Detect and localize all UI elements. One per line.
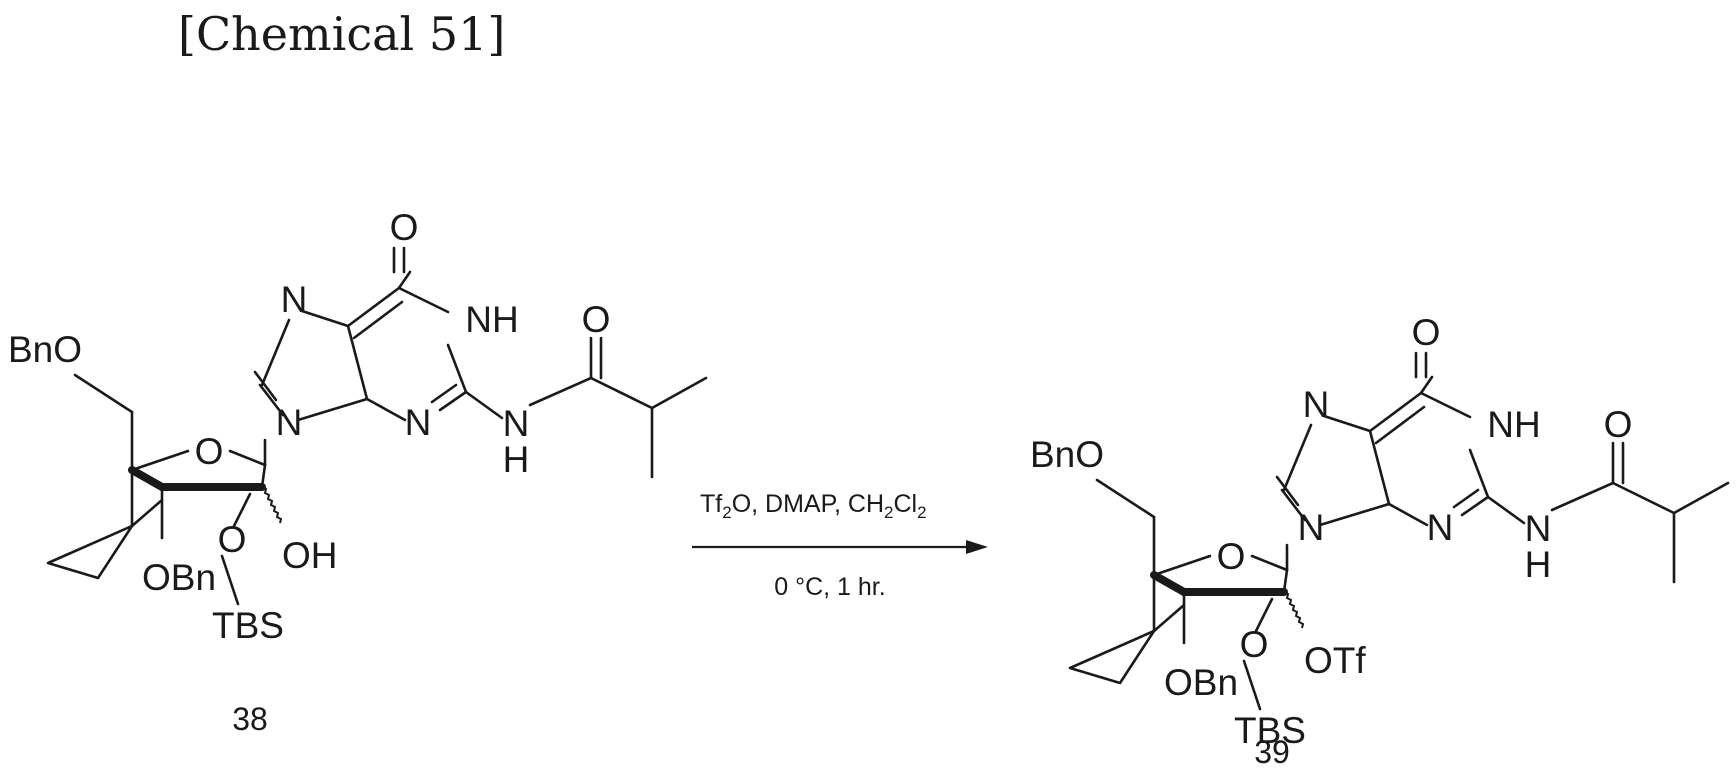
atom-label: BnO [1030,434,1104,475]
atom-label: N [276,402,303,443]
atom-label: N [1303,384,1330,425]
atom-label: N [405,402,432,443]
scheme-heading: [Chemical 51] [178,7,505,61]
atom-label: O [195,431,224,472]
compound-number-38: 38 [232,701,268,737]
compound-number-39: 39 [1254,734,1290,768]
atom-label: TBS [212,605,284,646]
atom-label: OBn [1164,662,1238,703]
reaction-conditions-bottom: 0 °C, 1 hr. [774,573,885,601]
wavy-bond-otf [1284,592,1303,628]
atom-label: O [582,299,611,340]
compound-38: O N NH O BnO N N N H O O OH OBn TBS 38 [8,207,706,737]
atom-label: N [1427,507,1454,548]
arrow-head [966,540,988,554]
atom-label: NH [465,299,518,340]
atom-label: OTf [1304,640,1366,681]
atom-label: N [1298,507,1325,548]
atom-label: BnO [8,329,82,370]
atom-label: O [1217,536,1246,577]
atom-label: N [503,403,530,444]
reaction-arrow-group: Tf2O, DMAP, CH2Cl2 0 °C, 1 hr. [692,490,988,601]
atom-label: OBn [142,557,216,598]
atom-label: O [218,519,247,560]
atom-label: N [1525,508,1552,549]
atom-label: O [1604,404,1633,445]
atom-label: N [281,279,308,320]
wavy-bond-oh [262,487,281,523]
atom-label: O [390,207,419,248]
atom-label: O [1240,624,1269,665]
reaction-conditions-top: Tf2O, DMAP, CH2Cl2 [700,490,927,522]
atom-label: OH [282,535,338,576]
atom-label: NH [1487,404,1540,445]
atom-label: H [1525,544,1552,585]
atom-label: O [1412,312,1441,353]
atom-label: H [503,439,530,480]
compound-39: O N NH O BnO N N N H O O OTf OBn TBS 39 [1030,312,1728,768]
